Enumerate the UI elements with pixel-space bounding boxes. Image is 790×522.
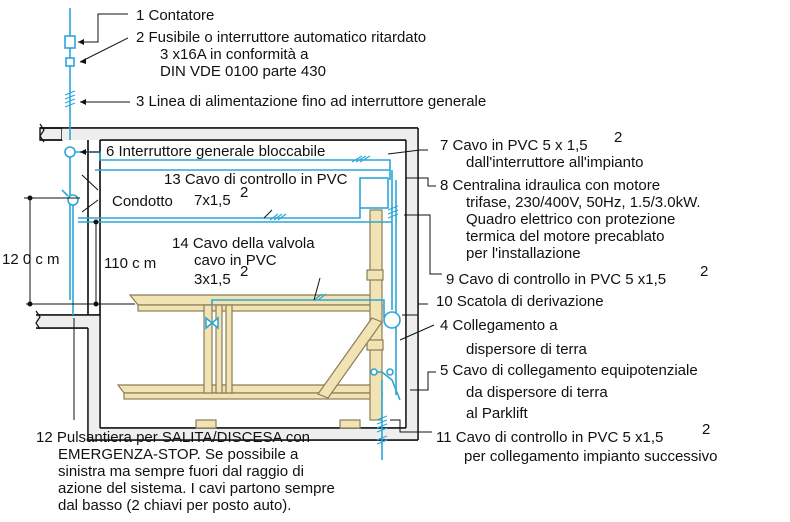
label-7-line1: 7 Cavo in PVC 5 x 1,5: [440, 137, 588, 154]
label-7-line2: dall'interruttore all'impianto: [466, 154, 643, 171]
label-2-line1: 2 Fusibile o interruttore automatico rit…: [136, 29, 426, 46]
sup-7: 2: [614, 129, 622, 146]
label-14-line1: 14 Cavo della valvola: [172, 235, 315, 252]
cables: [61, 8, 401, 460]
sup-11: 2: [702, 421, 710, 438]
label-2-line3: DIN VDE 0100 parte 430: [160, 63, 326, 80]
break-marks: [35, 123, 45, 330]
label-10: 10 Scatola di derivazione: [436, 293, 604, 310]
label-5-line2: da dispersore di terra: [466, 384, 608, 401]
label-condotto: Condotto: [112, 193, 173, 210]
cable-hatches: [64, 90, 399, 445]
label-3: 3 Linea di alimentazione fino ad interru…: [136, 93, 486, 110]
dim-120: 12 0 c m: [2, 251, 60, 268]
sup-13: 2: [240, 184, 248, 201]
label-11-line2: per collegamento impianto successivo: [464, 448, 717, 465]
label-14-line3: 3x1,5: [194, 271, 231, 288]
label-12-line2: EMERGENZA-STOP. Se possibile a: [58, 446, 299, 463]
label-8-line5: per l'installazione: [466, 245, 581, 262]
label-4-line1: 4 Collegamento a: [440, 317, 558, 334]
label-13-line1: 13 Cavo di controllo in PVC: [164, 171, 348, 188]
label-12-line5: dal basso (2 chiavi per posto auto).: [58, 497, 291, 514]
label-9: 9 Cavo di controllo in PVC 5 x1,5: [446, 271, 666, 288]
label-2-line2: 3 x16A in conformità a: [160, 46, 309, 63]
label-12-line4: azione del sistema. I cavi partono sempr…: [58, 480, 335, 497]
label-8-line3: Quadro elettrico con protezione: [466, 211, 675, 228]
label-6: 6 Interruttore generale bloccabile: [106, 143, 325, 160]
label-14-line2: cavo in PVC: [194, 252, 277, 269]
label-12-line1: 12 Pulsantiera per SALITA/DISCESA con: [36, 429, 310, 446]
label-8-line4: termica del motore precablato: [466, 228, 664, 245]
label-5-line1: 5 Cavo di collegamento equipotenziale: [440, 362, 698, 379]
sup-9: 2: [700, 263, 708, 280]
sup-14: 2: [240, 263, 248, 280]
label-13-line2: 7x1,5: [194, 192, 231, 209]
label-11-line1: 11 Cavo di controllo in PVC 5 x1,5: [436, 429, 663, 446]
dim-110: 110 c m: [104, 255, 156, 272]
labels: 1 Contatore 2 Fusibile o interruttore au…: [2, 7, 717, 514]
wall-fills: [36, 128, 418, 440]
dimension-lines: [24, 195, 135, 307]
label-12-line3: sinistra ma sempre fuori dal raggio di: [58, 463, 304, 480]
label-1: 1 Contatore: [136, 7, 214, 24]
label-8-line1: 8 Centralina idraulica con motore: [440, 177, 660, 194]
label-5-line3: al Parklift: [466, 405, 529, 422]
arrowheads: [78, 39, 86, 155]
label-8-line2: trifase, 230/400V, 50Hz, 1.5/3.0kW.: [466, 194, 701, 211]
label-4-line2: dispersore di terra: [466, 341, 588, 358]
leader-lines: [73, 13, 442, 433]
